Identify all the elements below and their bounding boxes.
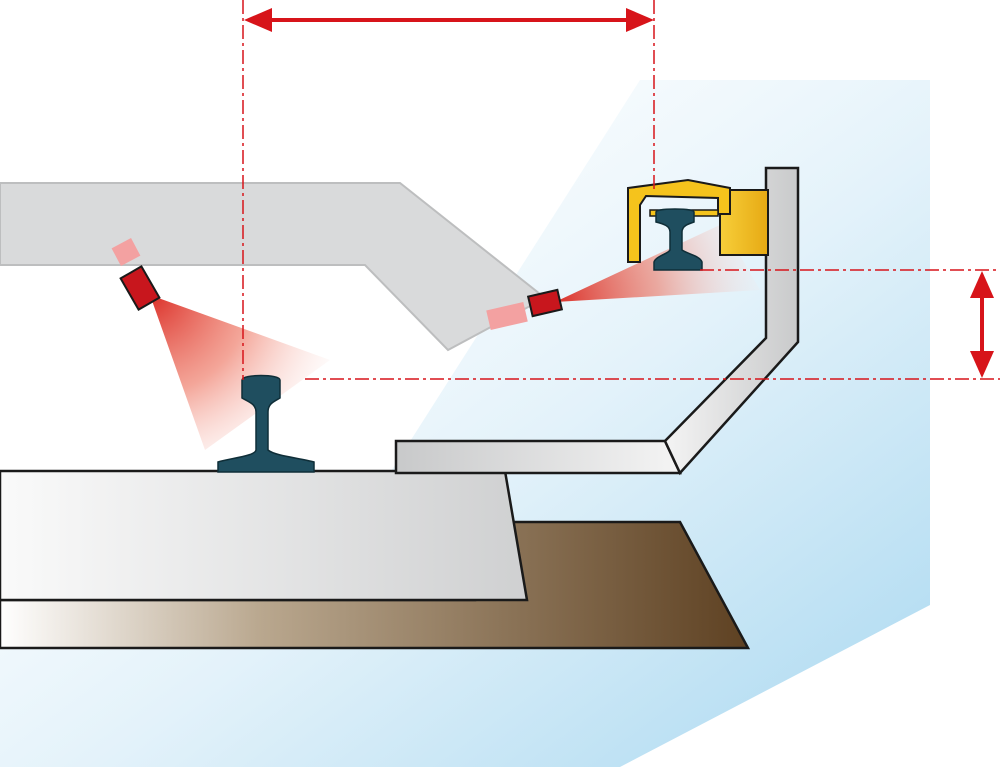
laser-beam-vertical [150, 295, 330, 450]
sensor-window-left [111, 238, 141, 266]
support-base [394, 439, 682, 475]
vehicle-frame [0, 182, 547, 352]
support-arm [663, 166, 800, 476]
double-arrow-icon [244, 8, 654, 32]
dimension-lines [242, 0, 1000, 380]
laser-sensor-icon [119, 265, 161, 311]
sensor-window-right [486, 301, 528, 331]
rail-profile-icon [217, 374, 315, 473]
laser-sensor-icon [526, 288, 564, 318]
track-slab [0, 469, 529, 602]
rail-profile-icon [653, 208, 703, 271]
double-arrow-icon [970, 271, 994, 378]
